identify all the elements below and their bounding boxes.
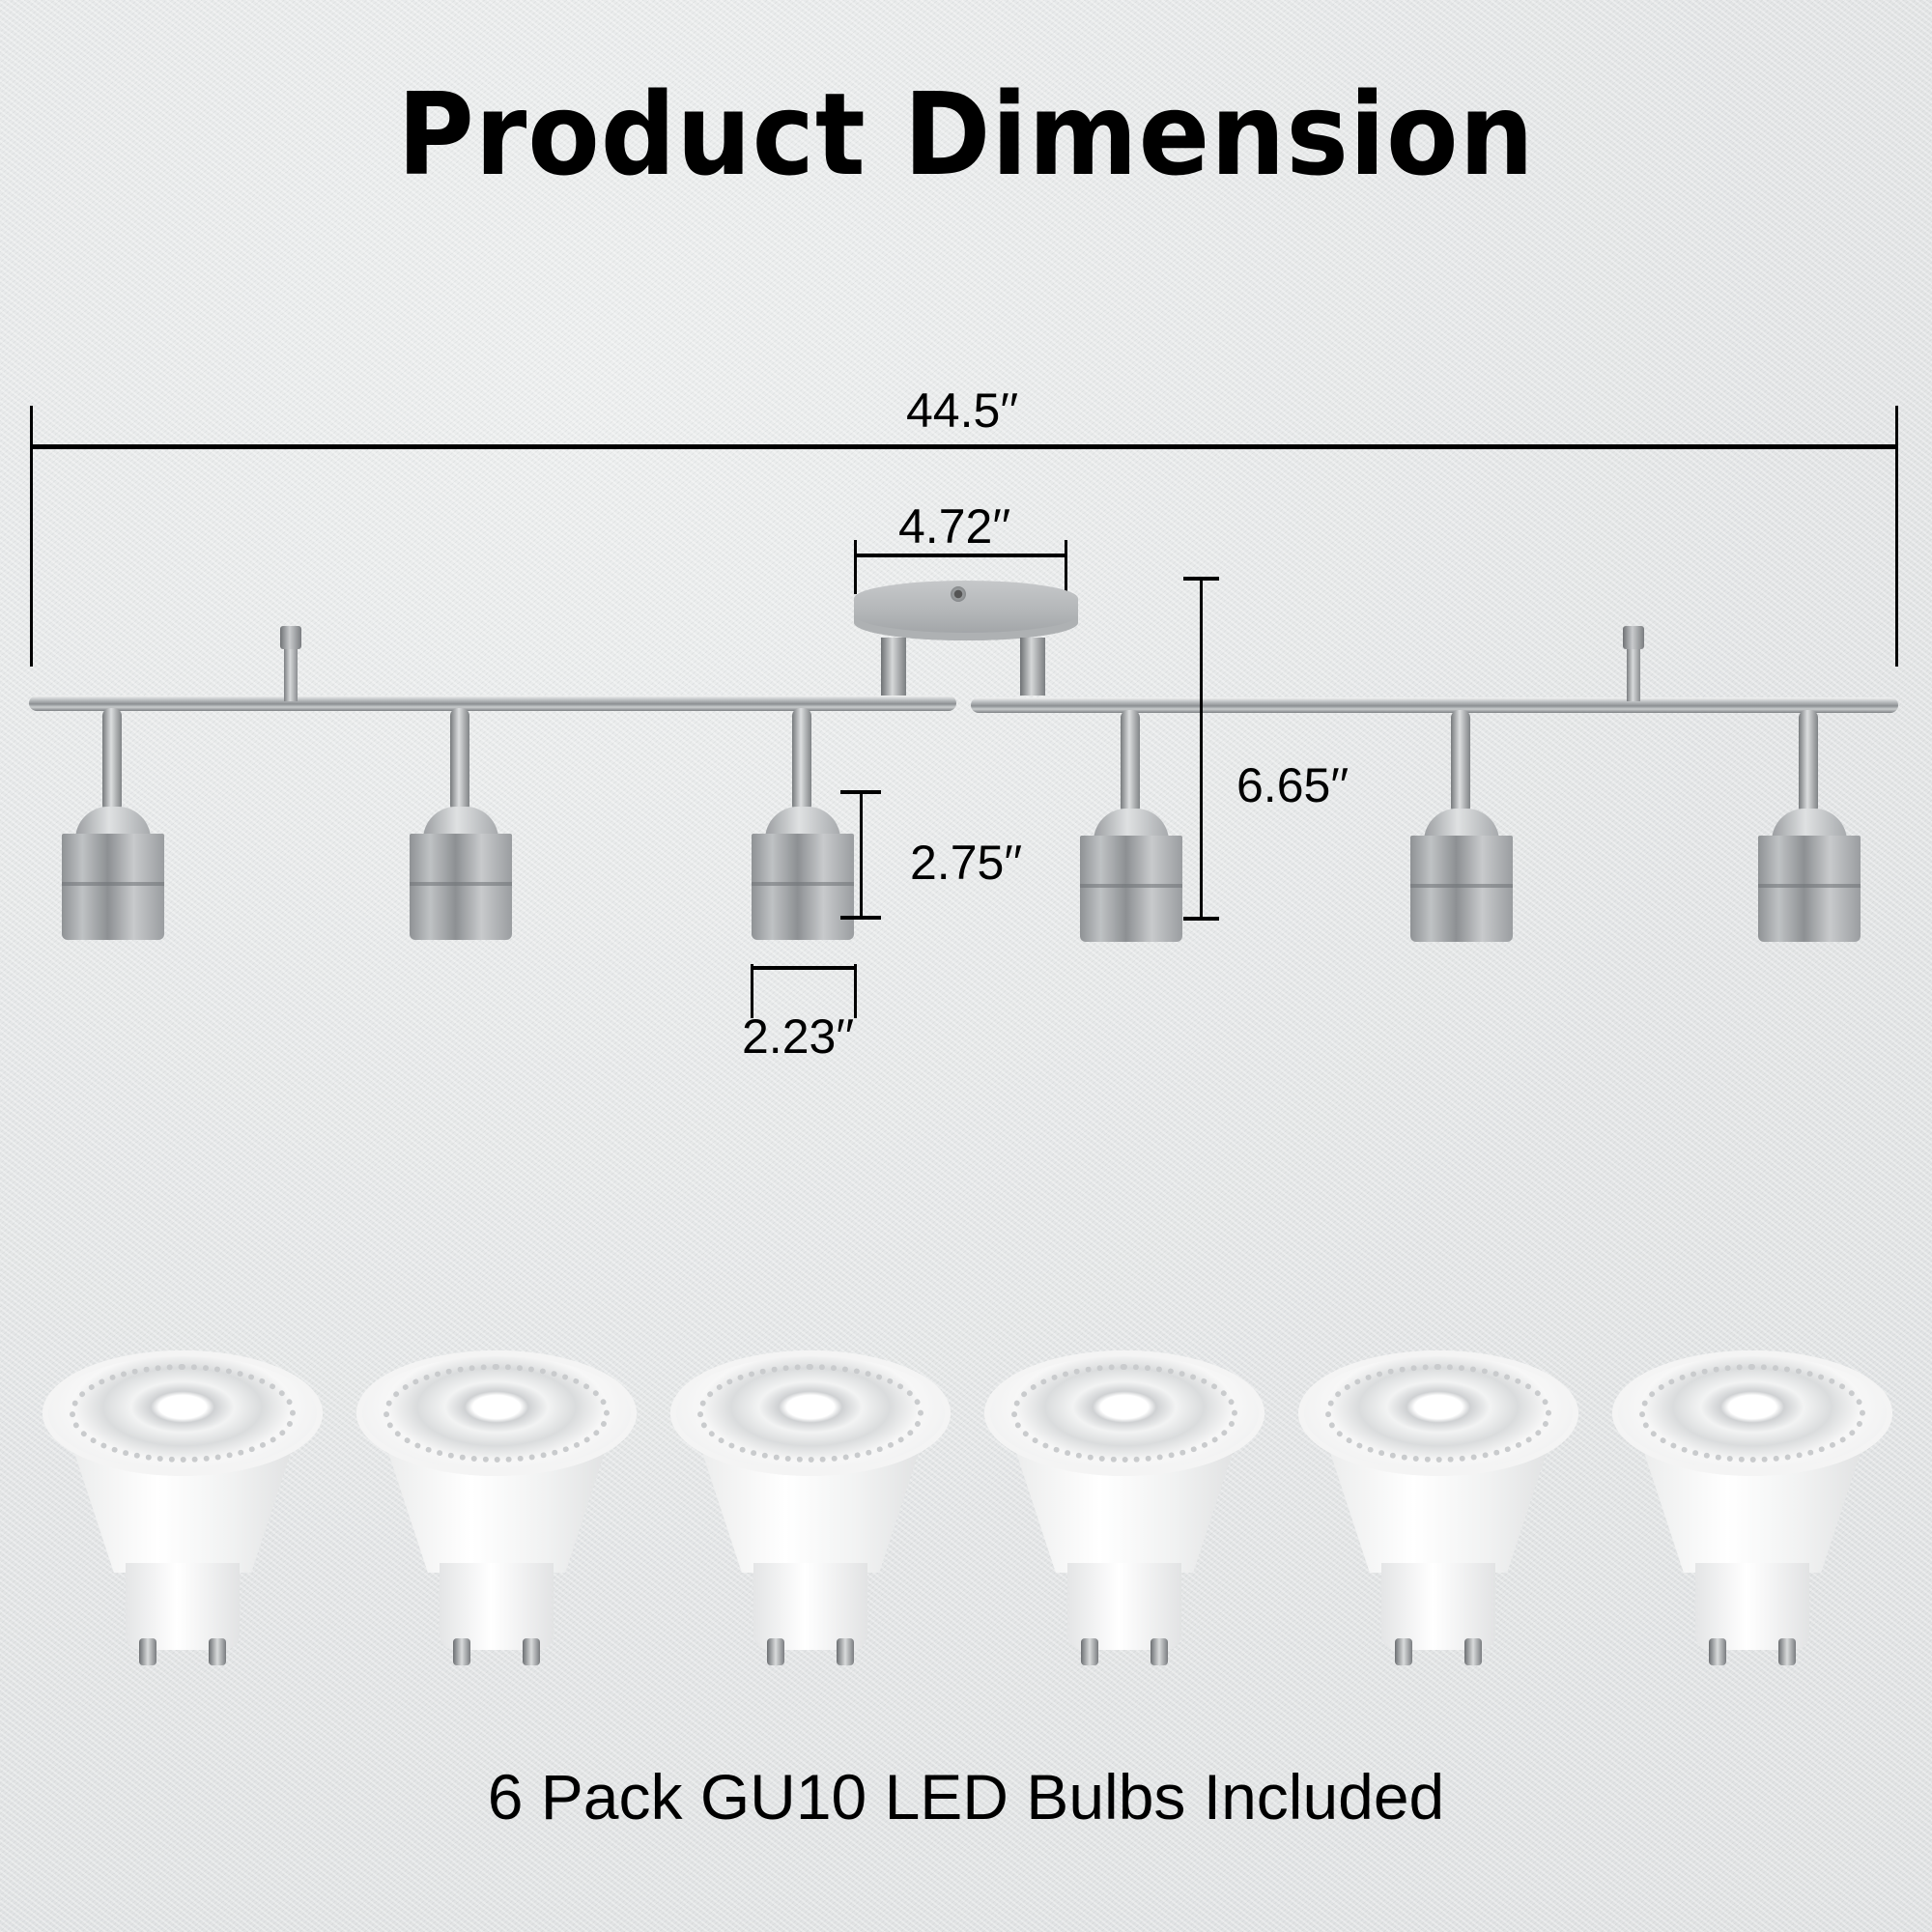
gu10-bulb-2 bbox=[356, 1350, 637, 1669]
spotlight-6 bbox=[1758, 710, 1861, 942]
dimension-tick-right bbox=[1895, 406, 1898, 667]
shade-height-label: 2.75′′ bbox=[910, 836, 1023, 890]
canopy-leg bbox=[881, 638, 906, 696]
gu10-bulb-4 bbox=[984, 1350, 1264, 1669]
dimension-tick-bottom bbox=[1183, 917, 1219, 921]
ceiling-canopy bbox=[854, 581, 1078, 640]
gu10-bulb-1 bbox=[43, 1350, 323, 1669]
rail-stud-cap-left bbox=[280, 626, 301, 649]
dimension-line bbox=[855, 554, 1066, 557]
canopy-diameter-label: 4.72′′ bbox=[898, 499, 1011, 554]
dimension-line bbox=[752, 966, 855, 970]
page-title: Product Dimension bbox=[397, 68, 1535, 201]
spotlight-1 bbox=[62, 708, 164, 940]
rail-stud-right bbox=[1627, 641, 1640, 701]
dimension-line bbox=[860, 792, 863, 918]
gu10-bulb-3 bbox=[670, 1350, 951, 1669]
dimension-line bbox=[1200, 579, 1203, 919]
spotlight-2 bbox=[410, 708, 512, 940]
rail-right bbox=[971, 697, 1898, 713]
gu10-bulb-5 bbox=[1298, 1350, 1578, 1669]
shade-diameter-label: 2.23′′ bbox=[742, 1009, 855, 1064]
dimension-tick-left bbox=[751, 964, 753, 1018]
dimension-tick-right bbox=[854, 964, 857, 1018]
rail-stud-cap-right bbox=[1623, 626, 1644, 649]
gu10-bulb-6 bbox=[1612, 1350, 1892, 1669]
canopy-leg bbox=[1020, 638, 1045, 696]
overall-length-label: 44.5′′ bbox=[906, 384, 1019, 438]
dimension-tick-right bbox=[1065, 540, 1067, 594]
rail-left bbox=[29, 696, 956, 711]
spotlight-3 bbox=[752, 708, 854, 940]
dimension-tick-left bbox=[30, 406, 33, 667]
dimension-line bbox=[31, 444, 1897, 449]
bulbs-included-caption: 6 Pack GU10 LED Bulbs Included bbox=[487, 1761, 1445, 1833]
spotlight-4 bbox=[1080, 710, 1182, 942]
canopy-screw-icon bbox=[951, 586, 966, 602]
rail-stud-left bbox=[284, 641, 298, 701]
spotlight-5 bbox=[1410, 710, 1513, 942]
dimension-tick-bottom bbox=[840, 916, 881, 920]
dimension-tick-left bbox=[854, 540, 857, 594]
overall-height-label: 6.65′′ bbox=[1236, 758, 1350, 812]
